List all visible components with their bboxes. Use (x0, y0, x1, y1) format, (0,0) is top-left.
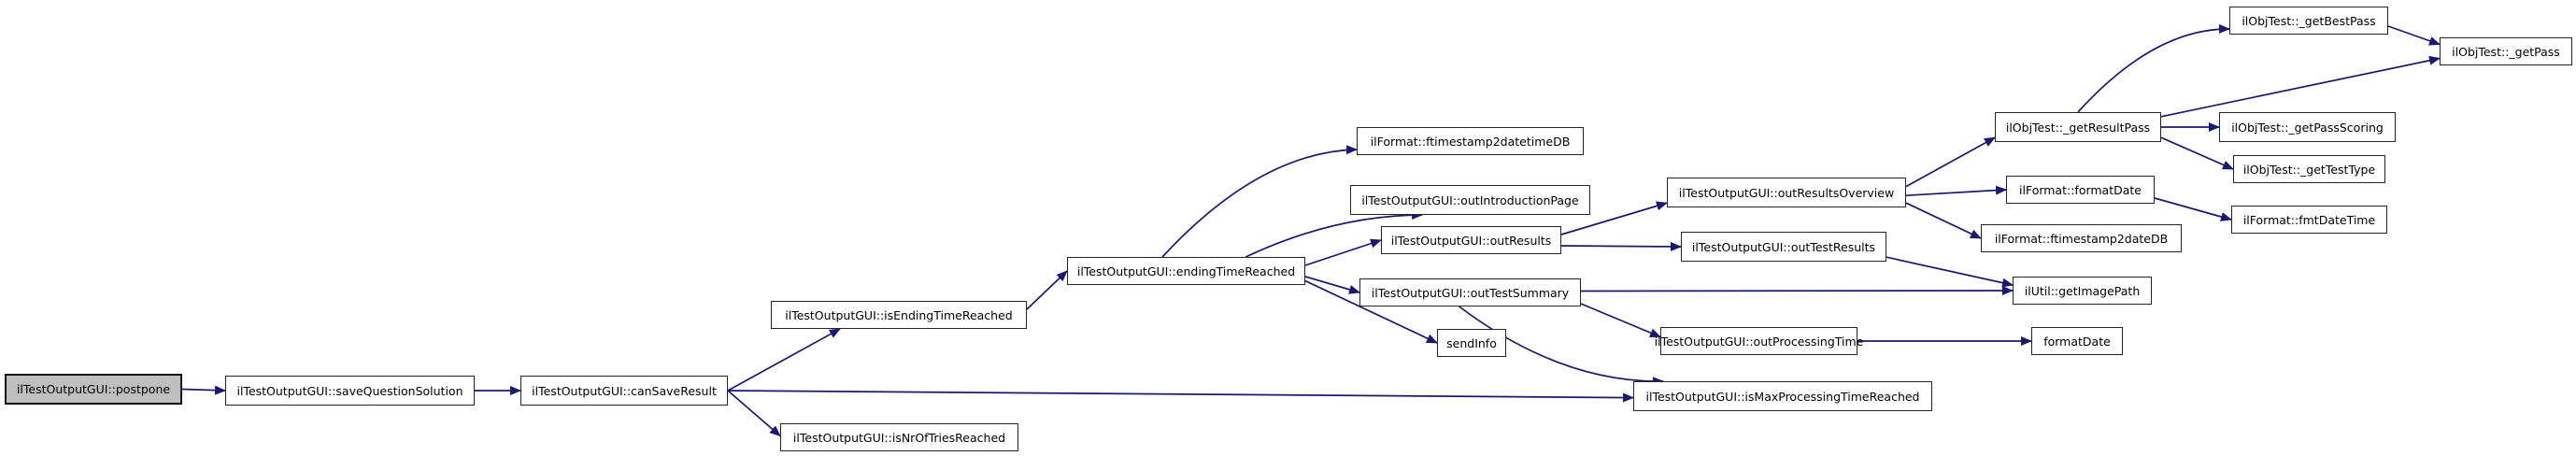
edge-endingTimeReached-to-sendInfo (1304, 279, 1438, 344)
edge-isEndingTimeReached-to-endingTimeReached (1026, 270, 1068, 310)
node-label: ilTestOutputGUI::outTestSummary (1371, 285, 1570, 300)
edge-outResults-to-outResultsOverview (1560, 201, 1668, 235)
node-label: ilTestOutputGUI::endingTimeReached (1076, 264, 1296, 278)
node-getTestType[interactable]: ilObjTest::_getTestType (2233, 155, 2385, 183)
node-label: sendInfo (1446, 335, 1497, 350)
node-label: ilObjTest::_getTestType (2242, 162, 2376, 177)
node-saveQuestionSolution[interactable]: ilTestOutputGUI::saveQuestionSolution (225, 376, 475, 406)
node-label: ilObjTest::_getPass (2452, 44, 2560, 59)
node-label: ilTestOutputGUI::outResults (1390, 233, 1552, 248)
node-outIntroductionPage[interactable]: ilTestOutputGUI::outIntroductionPage (1350, 185, 1590, 215)
node-canSaveResult[interactable]: ilTestOutputGUI::canSaveResult (520, 376, 728, 406)
edge-outResultsOverview-to-ftimestamp2dateDB (1905, 202, 1982, 239)
node-getPass[interactable]: ilObjTest::_getPass (2440, 37, 2572, 65)
edge-outResultsOverview-to-formatDateIlFormat (1905, 185, 2007, 197)
node-formatDateIlFormat[interactable]: ilFormat::formatDate (2006, 176, 2155, 204)
node-label: ilFormat::ftimestamp2dateDB (1994, 231, 2169, 246)
node-outResults[interactable]: ilTestOutputGUI::outResults (1381, 226, 1561, 254)
node-sendInfo[interactable]: sendInfo (1437, 329, 1506, 357)
node-label: ilTestOutputGUI::isMaxProcessingTimeReac… (1645, 389, 1920, 404)
edge-outTestSummary-to-outProcessingTime (1580, 303, 1661, 338)
node-label: ilTestOutputGUI::outResultsOverview (1678, 185, 1895, 200)
node-label: ilObjTest::_getPassScoring (2231, 120, 2384, 135)
node-label: ilFormat::fmtDateTime (2242, 212, 2376, 227)
node-ftimestamp2datetimeDB[interactable]: ilFormat::ftimestamp2datetimeDB (1357, 127, 1584, 155)
node-outTestResults[interactable]: ilTestOutputGUI::outTestResults (1681, 232, 1886, 262)
edge-outResults-to-outTestResults (1560, 241, 1682, 251)
node-label: ilTestOutputGUI::isEndingTimeReached (785, 307, 1013, 322)
node-label: ilUtil::getImagePath (2024, 283, 2141, 298)
node-ftimestamp2dateDB[interactable]: ilFormat::ftimestamp2dateDB (1981, 224, 2182, 252)
edge-outResultsOverview-to-getResultPass (1905, 136, 1996, 188)
node-getBestPass[interactable]: ilObjTest::_getBestPass (2229, 7, 2388, 35)
edge-canSaveResult-to-isNrOfTriesReached (727, 390, 781, 437)
node-isEndingTimeReached[interactable]: ilTestOutputGUI::isEndingTimeReached (771, 301, 1027, 329)
node-getResultPass[interactable]: ilObjTest::_getResultPass (1995, 112, 2161, 142)
node-outResultsOverview[interactable]: ilTestOutputGUI::outResultsOverview (1667, 178, 1906, 207)
node-outProcessingTime[interactable]: ilTestOutputGUI::outProcessingTime (1655, 327, 1863, 355)
edge-endingTimeReached-to-outTestSummary (1304, 276, 1360, 294)
node-label: ilFormat::ftimestamp2datetimeDB (1370, 134, 1571, 149)
node-isNrOfTriesReached[interactable]: ilTestOutputGUI::isNrOfTriesReached (780, 423, 1018, 451)
node-label: ilTestOutputGUI::outIntroductionPage (1361, 192, 1579, 207)
edge-outTestSummary-to-getImagePath (1580, 286, 2014, 296)
node-label: ilTestOutputGUI::canSaveResult (532, 383, 717, 398)
node-label: ilTestOutputGUI::outTestResults (1691, 239, 1876, 254)
node-label: ilObjTest::_getResultPass (2005, 120, 2151, 135)
edge-getBestPass-to-getPass (2387, 25, 2441, 46)
node-label: ilTestOutputGUI::postpone (16, 382, 171, 396)
node-label: ilTestOutputGUI::outProcessingTime (1654, 334, 1864, 349)
edge-endingTimeReached-to-outIntroductionPage (1245, 210, 1424, 258)
node-endingTimeReached[interactable]: ilTestOutputGUI::endingTimeReached (1067, 257, 1305, 285)
node-outTestSummary[interactable]: ilTestOutputGUI::outTestSummary (1359, 278, 1581, 306)
edge-formatDateIlFormat-to-fmtDateTime (2154, 197, 2232, 221)
edge-postpone-to-saveQuestionSolution (181, 385, 226, 395)
edge-getResultPass-to-getBestPass (2077, 23, 2230, 113)
edge-endingTimeReached-to-ftimestamp2datetimeDB (1161, 145, 1358, 258)
edge-getResultPass-to-getTestType (2160, 136, 2234, 170)
node-label: ilFormat::formatDate (2019, 182, 2142, 197)
node-formatDatePlain[interactable]: formatDate (2031, 327, 2123, 355)
node-label: ilTestOutputGUI::saveQuestionSolution (236, 383, 463, 398)
edge-canSaveResult-to-isEndingTimeReached (727, 328, 841, 392)
node-label: ilTestOutputGUI::isNrOfTriesReached (792, 430, 1006, 445)
node-getPassScoring[interactable]: ilObjTest::_getPassScoring (2219, 112, 2396, 142)
node-label: ilObjTest::_getBestPass (2242, 13, 2376, 28)
node-isMaxProcessingTimeReached[interactable]: ilTestOutputGUI::isMaxProcessingTimeReac… (1633, 381, 1932, 411)
edge-getResultPass-to-getPass (2160, 55, 2441, 118)
node-fmtDateTime[interactable]: ilFormat::fmtDateTime (2231, 206, 2387, 234)
edge-endingTimeReached-to-outResults (1304, 238, 1382, 266)
node-getImagePath[interactable]: ilUtil::getImagePath (2013, 277, 2152, 305)
node-postpone: ilTestOutputGUI::postpone (5, 374, 182, 405)
edge-canSaveResult-to-isMaxProcessingTimeReached (727, 390, 1634, 403)
edge-outTestResults-to-getImagePath (1886, 256, 2014, 288)
edge-outTestSummary-to-isMaxProcessingTimeReached (1459, 306, 1664, 387)
node-label: formatDate (2043, 334, 2111, 349)
